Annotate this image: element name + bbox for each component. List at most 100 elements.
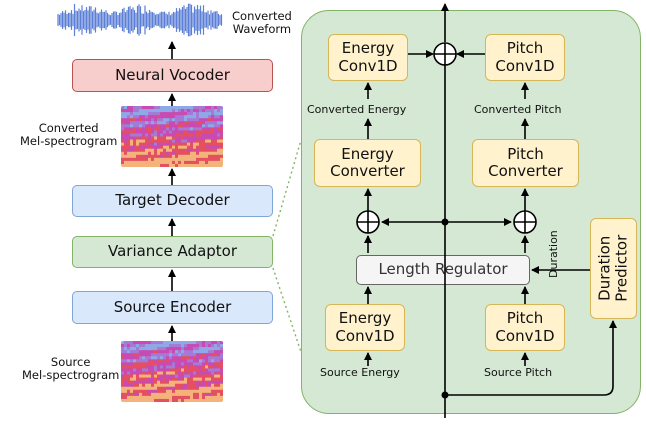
spectrogram-cell	[145, 392, 149, 397]
spectrogram-cell	[154, 380, 158, 385]
spectrogram-cell	[184, 353, 188, 357]
spectrogram-cell	[178, 341, 182, 345]
spectrogram-cell	[211, 157, 215, 162]
spectrogram-cell	[124, 118, 128, 122]
spectrogram-cell	[172, 350, 176, 354]
spectrogram-cell	[121, 106, 125, 110]
spectrogram-cell	[139, 383, 143, 388]
spectrogram-cell	[145, 395, 149, 400]
spectrogram-cell	[217, 133, 221, 137]
spectrogram-cell	[127, 115, 131, 119]
spectrogram-cell	[181, 377, 185, 382]
spectrogram-cell	[136, 368, 140, 372]
spectrogram-cell	[142, 151, 146, 156]
spectrogram-cell	[178, 163, 182, 167]
spectrogram-cell	[139, 398, 143, 402]
spectrogram-cell	[217, 362, 221, 366]
spectrogram-cell	[160, 377, 164, 382]
spectrogram-cell	[124, 344, 128, 348]
spectrogram-cell	[130, 341, 134, 345]
spectrogram-cell	[163, 151, 167, 156]
spectrogram-cell	[136, 121, 140, 125]
spectrogram-cell	[172, 139, 176, 144]
spectrogram-cell	[172, 386, 176, 391]
spectrogram-cell	[148, 157, 152, 162]
spectrogram-cell	[151, 151, 155, 156]
spectrogram-cell	[190, 341, 194, 345]
spectrogram-cell	[157, 389, 161, 394]
spectrogram-cell	[199, 365, 203, 369]
spectrogram-cell	[136, 127, 140, 131]
spectrogram-cell	[139, 130, 143, 134]
spectrogram-cell	[133, 377, 137, 382]
spectrogram-cell	[139, 145, 143, 150]
spectrogram-cell	[220, 109, 223, 113]
spectrogram-cell	[202, 154, 206, 159]
spectrogram-cell	[187, 115, 191, 119]
spectrogram-cell	[124, 380, 128, 385]
spectrogram-cell	[181, 389, 185, 394]
spectrogram-cell	[178, 145, 182, 150]
spectrogram-cell	[127, 124, 131, 128]
spectrogram-cell	[184, 341, 188, 345]
spectrogram-cell	[130, 398, 134, 402]
spectrogram-cell	[166, 377, 170, 382]
spectrogram-cell	[139, 112, 143, 116]
spectrogram-cell	[157, 371, 161, 376]
spectrogram-cell	[124, 341, 128, 345]
spectrogram-cell	[166, 398, 170, 402]
spectrogram-cell	[157, 127, 161, 131]
spectrogram-cell	[145, 365, 149, 369]
spectrogram-cell	[208, 392, 212, 397]
spectrogram-cell	[142, 386, 146, 391]
spectrogram-cell	[127, 347, 131, 351]
spectrogram-cell	[157, 160, 161, 165]
spectrogram-cell	[181, 359, 185, 363]
spectrogram-cell	[133, 151, 137, 156]
spectrogram-cell	[148, 341, 152, 345]
spectrogram-cell	[205, 118, 209, 122]
spectrogram-cell	[142, 142, 146, 147]
spectrogram-cell	[166, 392, 170, 397]
spectrogram-cell	[175, 374, 179, 379]
spectrogram-cell	[184, 371, 188, 376]
spectrogram-cell	[202, 139, 206, 144]
spectrogram-cell	[202, 350, 206, 354]
spectrogram-cell	[130, 112, 134, 116]
spectrogram-cell	[178, 380, 182, 385]
spectrogram-cell	[208, 148, 212, 153]
spectrogram-cell	[151, 115, 155, 119]
spectrogram-cell	[175, 380, 179, 385]
spectrogram-cell	[199, 145, 203, 150]
spectrogram-cell	[184, 121, 188, 125]
spectrogram-cell	[178, 389, 182, 394]
spectrogram-cell	[145, 106, 149, 110]
spectrogram-cell	[163, 347, 167, 351]
spectrogram-cell	[160, 347, 164, 351]
spectrogram-cell	[205, 356, 209, 360]
spectrogram-cell	[157, 347, 161, 351]
spectrogram-cell	[190, 380, 194, 385]
spectrogram-cell	[136, 106, 140, 110]
spectrogram-cell	[172, 380, 176, 385]
spectrogram-cell	[214, 380, 218, 385]
spectrogram-cell	[199, 109, 203, 113]
spectrogram-cell	[172, 121, 176, 125]
spectrogram-cell	[136, 362, 140, 366]
spectrogram-cell	[172, 374, 176, 379]
spectrogram-cell	[205, 389, 209, 394]
spectrogram-cell	[211, 365, 215, 369]
spectrogram-cell	[133, 163, 137, 167]
spectrogram-cell	[121, 341, 125, 345]
spectrogram-cell	[196, 353, 200, 357]
spectrogram-cell	[214, 109, 218, 113]
spectrogram-cell	[205, 136, 209, 141]
spectrogram-cell	[220, 127, 223, 131]
spectrogram-cell	[130, 142, 134, 147]
spectrogram-cell	[208, 380, 212, 385]
spectrogram-cell	[136, 356, 140, 360]
spectrogram-cell	[124, 121, 128, 125]
spectrogram-cell	[175, 115, 179, 119]
spectrogram-cell	[121, 151, 125, 156]
spectrogram-cell	[133, 371, 137, 376]
